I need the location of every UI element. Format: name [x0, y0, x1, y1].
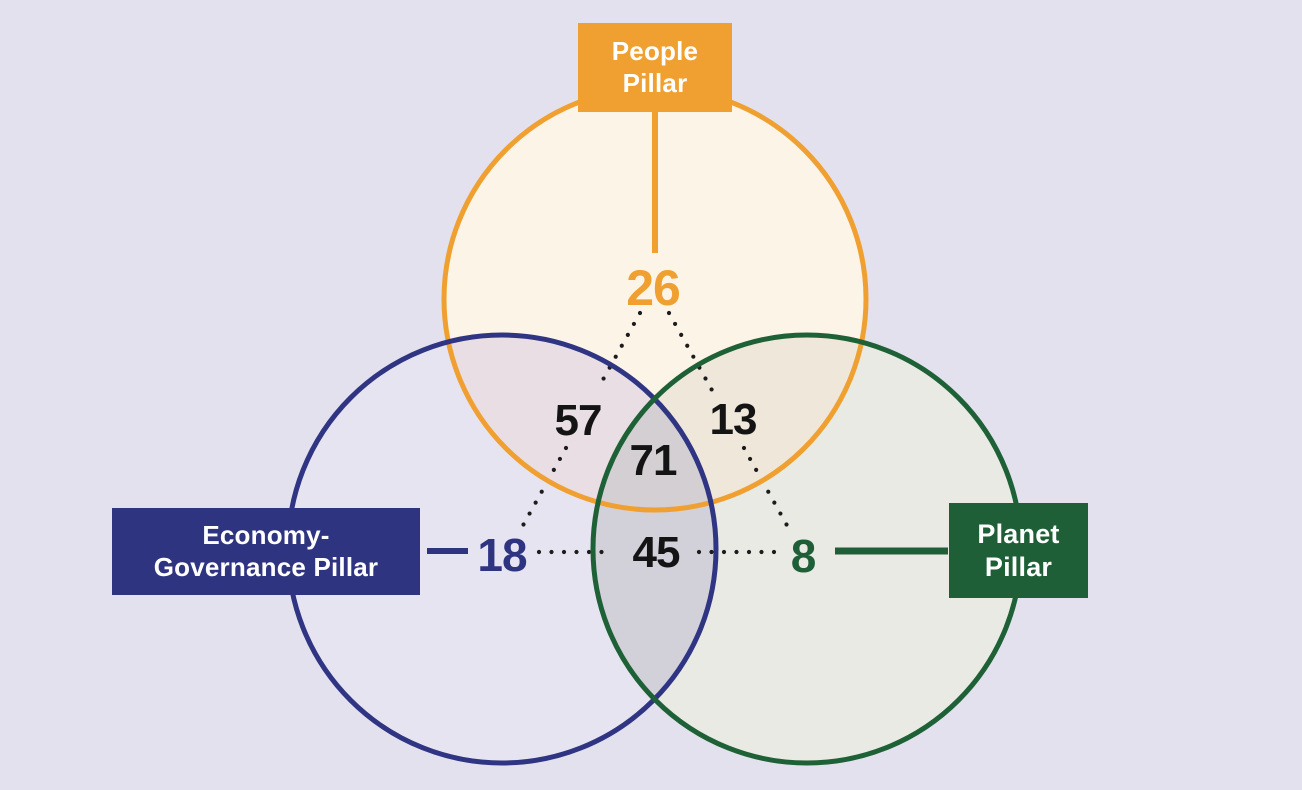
people-economy-overlap-count: 57: [554, 396, 603, 445]
guide-26-to-8-upper: [666, 310, 716, 395]
planet-pillar-label-box: Planet Pillar: [949, 503, 1088, 598]
people-pillar-label-line2: Pillar: [622, 67, 688, 98]
economy-pillar-label-line1: Economy-: [202, 520, 330, 551]
economy-planet-overlap-count: 45: [632, 528, 681, 577]
economy-pillar-label-line2: Governance Pillar: [153, 551, 379, 582]
people-planet-overlap-count: 13: [709, 395, 758, 444]
people-planet-overlap-fill: [593, 335, 866, 510]
people-pillar-label-box: People Pillar: [578, 23, 732, 112]
triple-overlap-count: 71: [629, 436, 678, 485]
people-economy-overlap-fill: [444, 335, 716, 510]
guide-26-to-18-upper: [597, 310, 643, 388]
economy-only-count: 18: [477, 529, 527, 581]
planet-pillar-label-line2: Pillar: [984, 551, 1053, 582]
economy-governance-pillar-label-box: Economy- Governance Pillar: [112, 508, 420, 595]
people-only-count: 26: [626, 260, 681, 316]
people-pillar-label-line1: People: [611, 36, 699, 67]
planet-pillar-label-line1: Planet: [977, 519, 1060, 550]
planet-only-count: 8: [790, 530, 817, 582]
